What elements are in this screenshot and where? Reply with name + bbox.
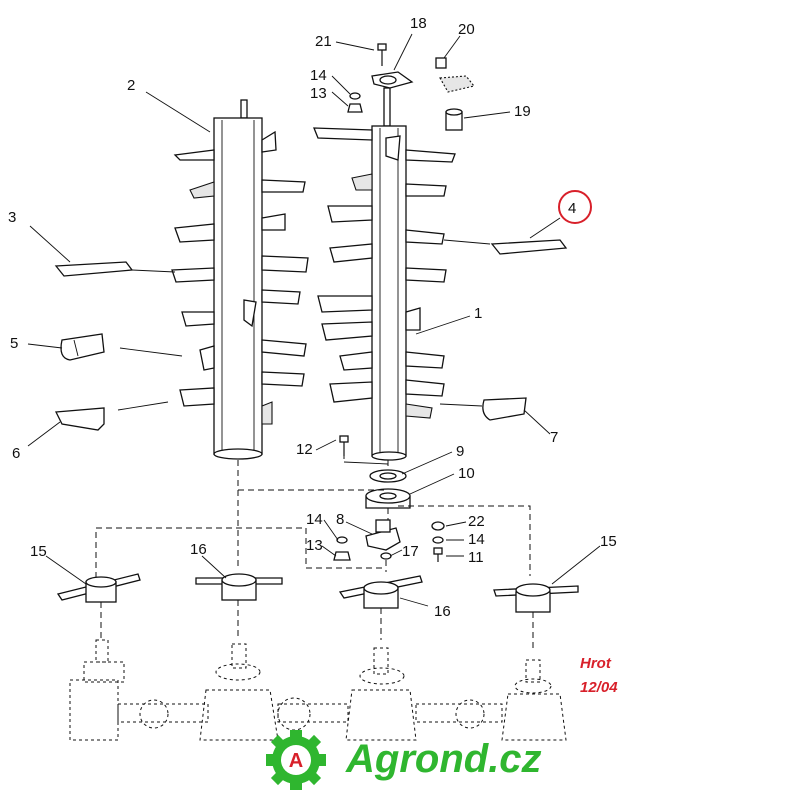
bolt-part-12	[339, 435, 349, 456]
left-rotor-tube	[213, 117, 263, 455]
highlight-circle	[558, 190, 592, 224]
note-line-1: Hrot	[580, 655, 612, 672]
logo-badge-letter: A	[289, 750, 303, 772]
nut-part-13-mid	[333, 551, 351, 561]
label-7: 7	[550, 429, 558, 446]
carrier-part-15-left	[56, 573, 141, 603]
carrier-part-15-right	[493, 583, 579, 613]
label-6: 6	[12, 445, 20, 462]
gearbox-assembly	[69, 639, 567, 741]
label-18: 18	[410, 15, 427, 32]
label-14-right: 14	[468, 531, 485, 548]
blade-part-7	[482, 397, 527, 421]
bolt-part-21	[377, 43, 387, 66]
label-22: 22	[468, 513, 485, 530]
label-4: 4	[568, 200, 576, 217]
label-12: 12	[296, 441, 313, 458]
nut-part-13-top	[347, 103, 363, 113]
carrier-part-16-left	[195, 573, 283, 601]
bearing-housing-part-18	[371, 71, 414, 89]
washer-part-14-top	[349, 92, 361, 100]
right-rotor-shaft	[383, 87, 391, 127]
label-8: 8	[336, 511, 344, 528]
right-rotor-tube	[371, 125, 407, 457]
gasket-part-9	[369, 469, 407, 483]
nut-part-22	[431, 521, 445, 531]
tine-part-3	[54, 261, 134, 277]
label-3: 3	[8, 209, 16, 226]
right-rotor	[313, 87, 456, 461]
left-rotor-shaft	[240, 99, 248, 119]
label-15-left: 15	[30, 543, 47, 560]
label-14-top: 14	[310, 67, 327, 84]
label-20: 20	[458, 21, 475, 38]
label-13-mid: 13	[306, 537, 323, 554]
carrier-part-16-right	[338, 575, 423, 609]
blade-part-6	[54, 407, 105, 431]
label-19: 19	[514, 103, 531, 120]
tine-part-4	[490, 239, 568, 255]
label-21: 21	[315, 33, 332, 50]
washer-part-14-mid	[336, 536, 348, 544]
hub-part-8	[365, 519, 401, 551]
washer-part-17	[380, 552, 392, 560]
washer-part-14-right	[432, 536, 444, 544]
gear-badge-icon: A	[266, 730, 326, 790]
label-2: 2	[127, 77, 135, 94]
label-10: 10	[458, 465, 475, 482]
label-17: 17	[402, 543, 419, 560]
left-rotor	[171, 99, 309, 460]
label-15-right: 15	[600, 533, 617, 550]
bushing-part-19	[445, 108, 463, 131]
agrond-logo: A Agrond.cz	[266, 730, 542, 790]
label-9: 9	[456, 443, 464, 460]
label-13-top: 13	[310, 85, 327, 102]
blade-part-5	[60, 333, 105, 361]
label-14-mid: 14	[306, 511, 323, 528]
cap-part-20	[435, 57, 475, 93]
note-line-2: 12/04	[580, 679, 618, 696]
flange-part-10	[365, 488, 411, 509]
bolt-part-11	[433, 547, 443, 562]
logo-text: Agrond.cz	[345, 737, 542, 781]
label-16-left: 16	[190, 541, 207, 558]
label-16-right: 16	[434, 603, 451, 620]
label-5: 5	[10, 335, 18, 352]
label-11: 11	[468, 549, 484, 566]
label-1: 1	[474, 305, 482, 322]
